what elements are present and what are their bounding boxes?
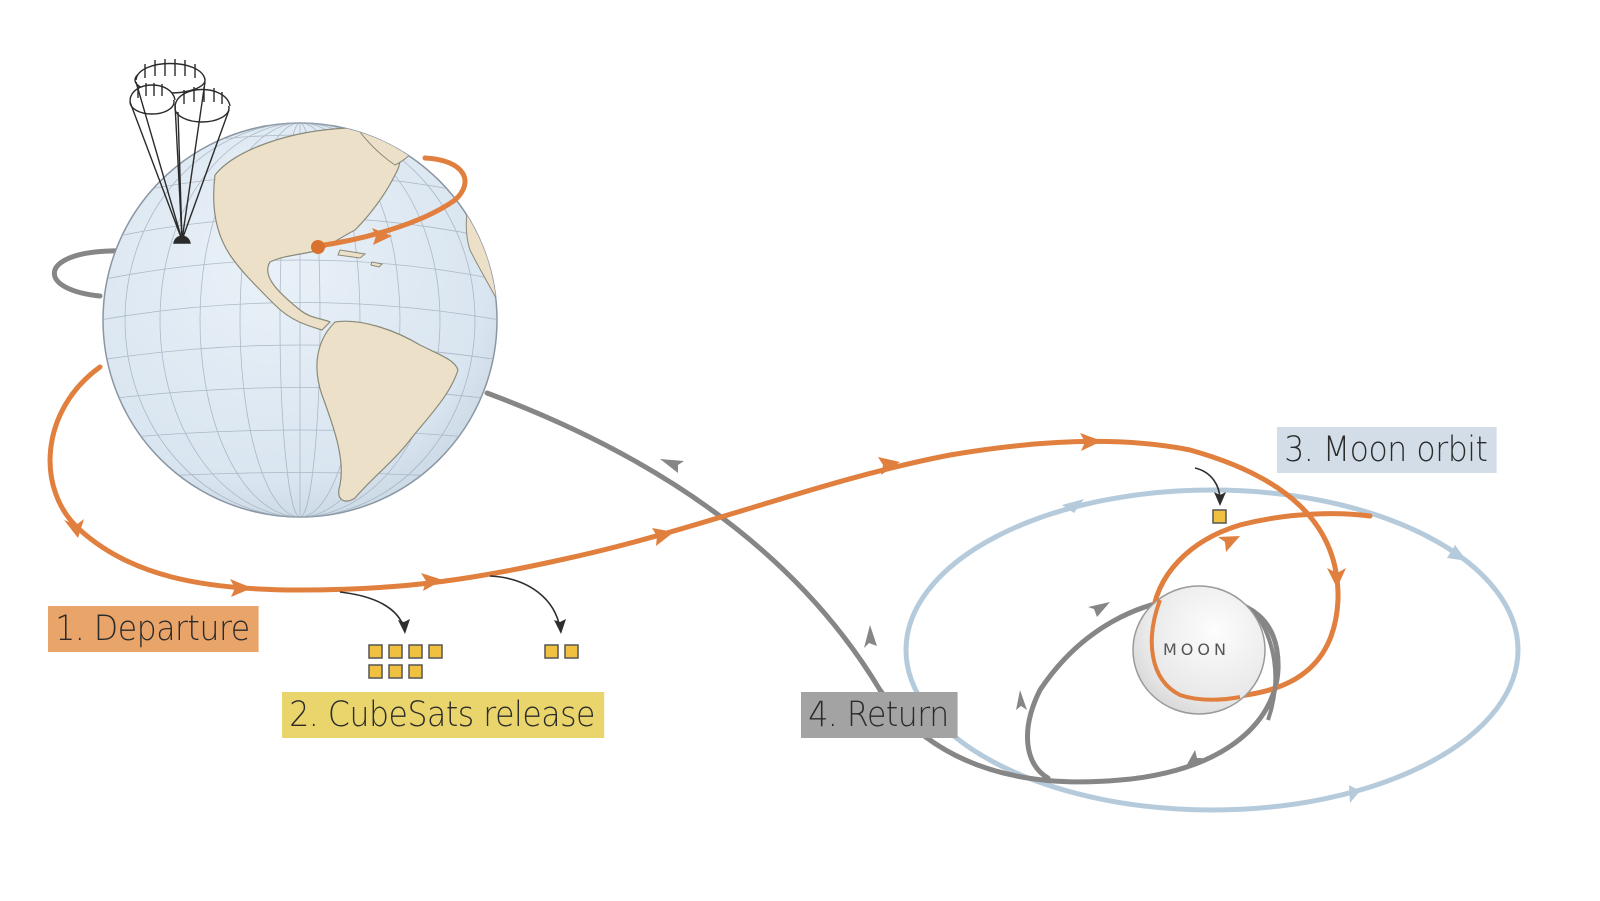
cubesats-group-1 <box>368 644 443 679</box>
arrow-icon <box>1062 499 1084 513</box>
arrow-icon <box>1185 750 1203 768</box>
arrow-icon <box>652 528 674 546</box>
cubesat-release-arrows <box>339 467 1221 629</box>
arrow-icon <box>554 619 566 634</box>
cubesat-release-arrowheads <box>398 492 1226 634</box>
arrow-icon <box>864 625 877 648</box>
cubesat-icon <box>408 644 423 659</box>
arrow-icon <box>1327 568 1346 588</box>
cubesats-group-3 <box>1212 509 1227 524</box>
launch-path <box>311 155 468 254</box>
return-path-front <box>1253 610 1278 721</box>
arrow-icon <box>372 228 392 245</box>
arrow-icon <box>1447 545 1467 561</box>
cubesat-icon <box>388 664 403 679</box>
outbound-arrows <box>64 433 1346 597</box>
arrow-icon <box>1016 690 1027 710</box>
cubesat-icon <box>564 644 579 659</box>
stage-label-moon-orbit: 3. Moon orbit <box>1277 427 1497 473</box>
moon-orbit-path <box>903 487 1521 813</box>
arrow-icon <box>1080 433 1102 451</box>
arrow-icon <box>398 619 410 634</box>
arrow-icon <box>1214 492 1226 506</box>
south-america-landmass <box>316 320 459 502</box>
arrow-icon <box>1349 785 1360 803</box>
arrow-icon <box>878 457 900 475</box>
earth-globe <box>102 122 498 518</box>
arrow-icon <box>1218 536 1240 552</box>
outbound-path-front <box>1149 599 1241 702</box>
arrow-icon <box>64 519 84 538</box>
stage-label-departure: 1. Departure <box>48 606 259 652</box>
cubesat-icon <box>388 644 403 659</box>
cubesat-icon <box>428 644 443 659</box>
launch-site-dot-icon <box>311 240 325 254</box>
cubesat-icon <box>1212 509 1227 524</box>
arrow-icon <box>1088 602 1110 617</box>
cubesat-icon <box>544 644 559 659</box>
stage-label-return: 4. Return <box>801 692 958 738</box>
moon-label: MOON <box>1163 640 1230 659</box>
arrow-icon <box>421 573 443 591</box>
arrow-icon <box>660 459 684 473</box>
stage-label-cubesats: 2. CubeSats release <box>282 692 604 738</box>
cubesat-icon <box>368 644 383 659</box>
cubesats-group-2 <box>544 644 579 659</box>
parachute-capsule-icon <box>129 59 231 244</box>
cubesat-icon <box>408 664 423 679</box>
arrow-icon <box>230 579 252 597</box>
cubesat-icon <box>368 664 383 679</box>
